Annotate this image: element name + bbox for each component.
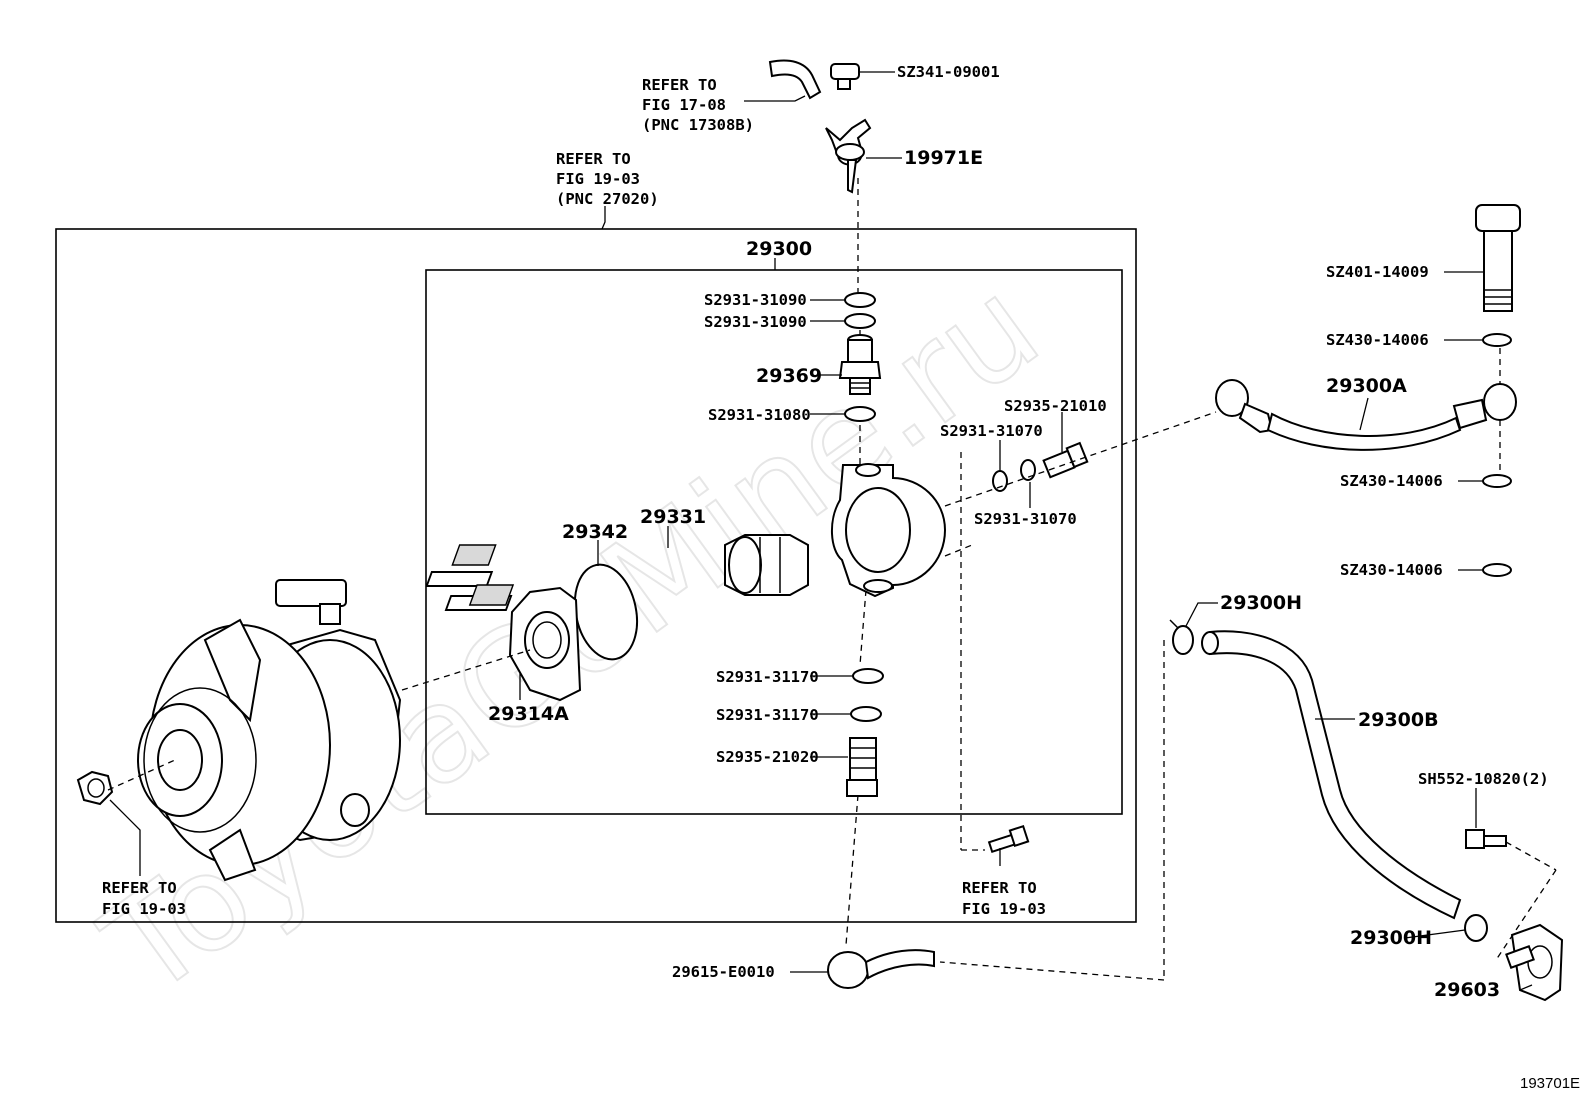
label-refer-19-03-left-l1: REFER TO — [102, 879, 177, 897]
clamp-29300h-upper-drawing — [1169, 619, 1194, 655]
washer-s2931-31080 — [844, 406, 876, 422]
label-29300: 29300 — [746, 238, 812, 260]
bolt-s2935-21020-drawing — [846, 737, 878, 797]
label-refer-19-03-mid-l2: FIG 19-03 — [962, 900, 1046, 918]
label-refer-19-03-pnc-l2: FIG 19-03 — [556, 170, 640, 188]
label-s2931-31090-a: S2931-31090 — [704, 291, 807, 309]
washer-sz430-14006-top — [1482, 333, 1512, 347]
small-bolt-drawing — [987, 824, 1030, 854]
hose-refer-17-08-drawing — [768, 59, 822, 100]
label-29331: 29331 — [640, 506, 706, 528]
label-sh552-10820: SH552-10820(2) — [1418, 770, 1549, 788]
label-s2931-31090-b: S2931-31090 — [704, 313, 807, 331]
outer-assembly-frame — [55, 228, 1137, 923]
rotor-drawing — [724, 534, 809, 596]
washer-s2931-31170-upper — [852, 668, 884, 684]
label-sz430-14006-a: SZ430-14006 — [1326, 331, 1429, 349]
washer-sz430-14006-lower — [1482, 563, 1512, 577]
washer-s2931-31170-lower — [850, 706, 882, 722]
label-s2931-31070-b: S2931-31070 — [974, 510, 1077, 528]
washer-sz430-14006-middle — [1482, 474, 1512, 488]
label-s2931-31170-a: S2931-31170 — [716, 668, 819, 686]
washer-s2931-31070-left — [992, 470, 1008, 492]
label-s2931-31080: S2931-31080 — [708, 406, 811, 424]
label-sz430-14006-b: SZ430-14006 — [1340, 472, 1443, 490]
washer-s2931-31090-upper — [844, 292, 876, 308]
vacuum-pump-frame — [425, 269, 1123, 815]
nut-drawing — [76, 770, 114, 806]
alternator-drawing — [137, 579, 402, 882]
plate-29314a-drawing — [508, 586, 582, 702]
label-s2935-21010: S2935-21010 — [1004, 397, 1107, 415]
label-refer-17-08-l2: FIG 17-08 — [642, 96, 726, 114]
label-29300h-a: 29300H — [1220, 592, 1302, 614]
label-refer-17-08-l1: REFER TO — [642, 76, 717, 94]
hose-29300b-drawing — [1201, 630, 1462, 920]
pump-housing-drawing — [830, 463, 947, 598]
label-29603: 29603 — [1434, 979, 1500, 1001]
label-29300a: 29300A — [1326, 375, 1407, 397]
cap-sz341-drawing — [830, 63, 860, 90]
label-s2931-31170-b: S2931-31170 — [716, 706, 819, 724]
flange-29603-drawing — [1505, 923, 1564, 1002]
bolt-s2935-21010-drawing — [1042, 441, 1089, 479]
label-29314a: 29314A — [488, 703, 569, 725]
label-29615-e0010: 29615-E0010 — [672, 963, 775, 981]
label-29369: 29369 — [756, 365, 822, 387]
pipe-29300a-drawing — [1215, 379, 1517, 451]
clamp-29300h-lower — [1464, 914, 1488, 942]
label-29300h-b: 29300H — [1350, 927, 1432, 949]
fitting-29369-drawing — [838, 334, 882, 395]
label-refer-17-08-l3: (PNC 17308B) — [642, 116, 754, 134]
label-s2931-31070-a: S2931-31070 — [940, 422, 1043, 440]
label-refer-19-03-left-l2: FIG 19-03 — [102, 900, 186, 918]
washer-s2931-31090-lower — [844, 313, 876, 329]
union-19971e-drawing — [825, 118, 872, 194]
label-29300b: 29300B — [1358, 709, 1439, 731]
label-s2935-21020: S2935-21020 — [716, 748, 819, 766]
label-refer-19-03-pnc-l3: (PNC 27020) — [556, 190, 659, 208]
figure-code: 193701E — [1520, 1075, 1580, 1092]
label-sz430-14006-c: SZ430-14006 — [1340, 561, 1443, 579]
label-refer-19-03-mid-l1: REFER TO — [962, 879, 1037, 897]
bolt-sh552-10820-drawing — [1465, 829, 1507, 849]
vanes-29331-drawing — [425, 544, 515, 611]
washer-s2931-31070-right — [1020, 459, 1036, 481]
label-refer-19-03-pnc-l1: REFER TO — [556, 150, 631, 168]
label-29342: 29342 — [562, 521, 628, 543]
label-19971e: 19971E — [904, 147, 983, 169]
label-sz341-09001: SZ341-09001 — [897, 63, 1000, 81]
hose-29615-e0010-drawing — [827, 949, 935, 989]
label-sz401-14009: SZ401-14009 — [1326, 263, 1429, 281]
bolt-sz401-14009-drawing — [1475, 204, 1521, 312]
